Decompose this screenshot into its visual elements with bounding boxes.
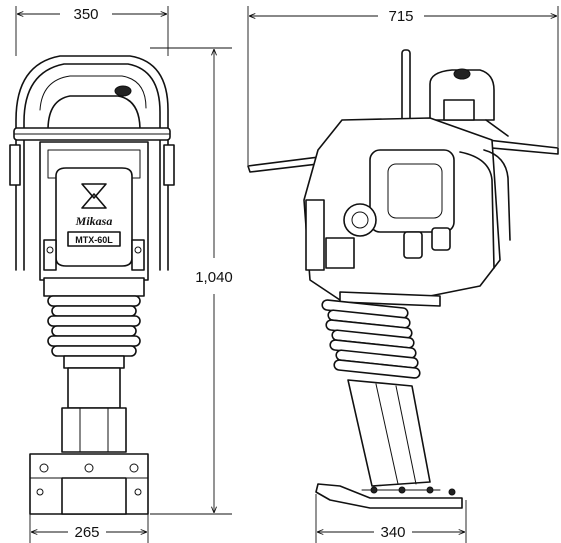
dim-side-length-label: 715 (388, 8, 413, 25)
brand-label: Mikasa (75, 214, 113, 228)
dim-side-base-label: 340 (380, 524, 405, 541)
dimension-side-length: 715 (247, 6, 559, 165)
dim-front-base-label: 265 (74, 524, 99, 541)
dimension-front-width: 350 (15, 6, 169, 56)
model-label: MTX-60L (75, 235, 113, 245)
side-view (247, 49, 559, 509)
front-view: Mikasa MTX-60L (9, 55, 175, 515)
dimension-front-height: 1,040 (150, 47, 233, 515)
dim-front-width-label: 350 (73, 6, 98, 23)
dim-front-height-label: 1,040 (195, 269, 233, 286)
dimension-side-base: 340 (315, 494, 467, 543)
side-bellows (321, 299, 421, 379)
front-bellows (47, 295, 141, 357)
dimension-front-base: 265 (29, 514, 149, 543)
